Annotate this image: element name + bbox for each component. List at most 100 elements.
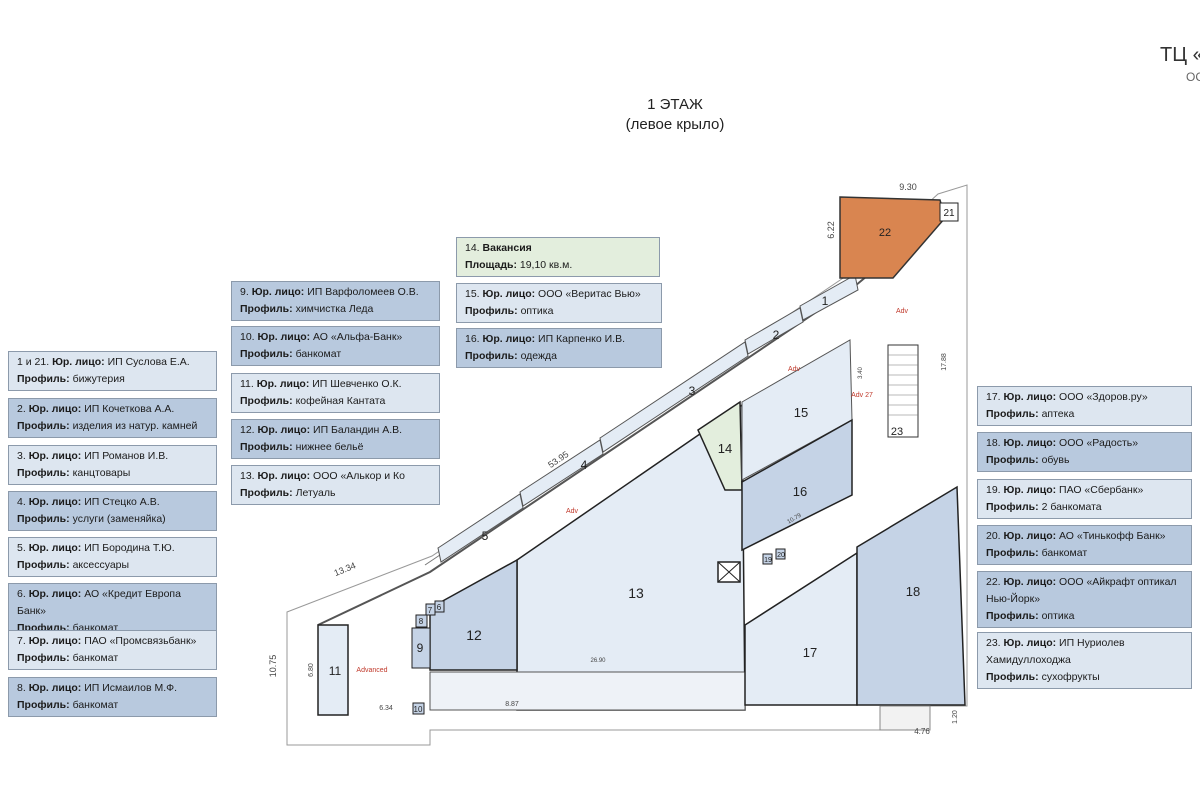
adv-label-1: Adv: [566, 508, 579, 515]
tenant-key: Юр. лицо:: [482, 288, 536, 300]
tenant-card-t7: 7. Юр. лицо: ПАО «Промсвязьбанк»Профиль:…: [8, 630, 217, 670]
unit-label-9: 9: [417, 641, 424, 655]
unit-label-19: 19: [764, 557, 772, 564]
profile-value: изделия из натур. камней: [72, 420, 198, 432]
adv-label-2: Adv: [788, 366, 801, 373]
tenant-name: ООО «Веритас Вью»: [538, 288, 641, 300]
tenant-number: 15.: [465, 288, 480, 300]
profile-key: Профиль:: [240, 303, 293, 315]
dim-6-80: 6.80: [308, 663, 315, 677]
unit-22: [839, 196, 946, 279]
tenant-number: 2.: [17, 403, 26, 415]
profile-key: Профиль:: [240, 441, 293, 453]
tenant-key: Юр. лицо:: [28, 542, 82, 554]
tenant-card-t14: 14. Вакансия Площадь: 19,10 кв.м.: [456, 237, 660, 277]
profile-value: Летуаль: [295, 487, 336, 499]
tenant-key: Юр. лицо:: [1003, 530, 1057, 542]
unit-label-15: 15: [794, 405, 808, 420]
tenant-number: 18.: [986, 437, 1001, 449]
unit-label-1: 1: [822, 294, 829, 308]
dim-17-88: 17.88: [941, 353, 948, 371]
unit-19: [762, 553, 773, 565]
unit-label-8: 8: [419, 617, 424, 626]
tenant-name: ИП Суслова Е.А.: [107, 356, 190, 368]
unit-label-3: 3: [689, 384, 696, 398]
mall-title-fragment: ТЦ «: [1160, 44, 1200, 66]
profile-key: Профиль:: [465, 350, 518, 362]
unit-7: [425, 603, 436, 616]
tenant-name: ПАО «Сбербанк»: [1059, 484, 1144, 496]
tenant-name: ООО «Айкрафт оптикал Нью-Йорк»: [986, 576, 1177, 605]
dim-9-30: 9.30: [899, 182, 917, 192]
unit-16: [741, 418, 853, 552]
tenant-key: Юр. лицо:: [28, 450, 82, 462]
profile-value: бижутерия: [72, 373, 125, 385]
tenant-key: Юр. лицо:: [256, 378, 310, 390]
unit-label-21: 21: [943, 208, 955, 219]
unit-label-22: 22: [879, 227, 891, 239]
tenant-key: Юр. лицо:: [1003, 637, 1057, 649]
unit-5: [437, 493, 524, 563]
unit-label-5: 5: [482, 529, 489, 543]
unit-label-18: 18: [906, 584, 920, 599]
unit-label-2: 2: [773, 328, 780, 342]
tenant-key: Юр. лицо:: [257, 470, 311, 482]
tenant-key: Юр. лицо:: [28, 403, 82, 415]
tenant-number: 10.: [240, 331, 255, 343]
tenant-card-t9: 9. Юр. лицо: ИП Варфоломеев О.В.Профиль:…: [231, 281, 440, 321]
profile-value: 2 банкомата: [1041, 501, 1102, 513]
tenant-card-t19: 19. Юр. лицо: ПАО «Сбербанк»Профиль: 2 б…: [977, 479, 1192, 519]
tenant-number: 11.: [240, 378, 254, 390]
tenant-number: 23.: [986, 637, 1001, 649]
tenant-key: Юр. лицо:: [28, 588, 82, 600]
profile-value: банкомат: [72, 652, 119, 664]
unit-label-6: 6: [437, 603, 442, 612]
profile-key: Профиль:: [986, 408, 1039, 420]
tenant-number: 14.: [465, 242, 480, 254]
profile-value: банкомат: [72, 699, 119, 711]
tenant-name: ИП Варфоломеев О.В.: [307, 286, 419, 298]
unit-11: [317, 624, 349, 716]
profile-key: Площадь:: [465, 259, 517, 271]
unit-9: [411, 627, 431, 669]
unit-label-4: 4: [581, 458, 588, 472]
service-strip: [429, 671, 746, 711]
profile-value: химчистка Леда: [295, 303, 374, 315]
tenant-number: 7.: [17, 635, 26, 647]
unit-label-11: 11: [329, 664, 342, 678]
unit-label-20: 20: [777, 552, 785, 559]
profile-value: оптика: [1041, 610, 1075, 622]
tenant-number: 8.: [17, 682, 26, 694]
tenant-number: 6.: [17, 588, 26, 600]
tenant-key: Вакансия: [482, 242, 532, 254]
tenant-name: ООО «Здоров.ру»: [1059, 391, 1148, 403]
tenant-key: Юр. лицо:: [1003, 484, 1057, 496]
tenant-card-t5: 5. Юр. лицо: ИП Бородина Т.Ю.Профиль: ак…: [8, 537, 217, 577]
tenant-card-t12: 12. Юр. лицо: ИП Баландин А.В.Профиль: н…: [231, 419, 440, 459]
tenant-number: 20.: [986, 530, 1001, 542]
profile-key: Профиль:: [17, 373, 70, 385]
tenant-name: АО «Тинькофф Банк»: [1059, 530, 1166, 542]
unit-label-14: 14: [718, 441, 732, 456]
profile-value: нижнее бельё: [295, 441, 364, 453]
profile-value: канцтовары: [72, 467, 131, 479]
tenant-name: ИП Шевченко О.К.: [312, 378, 402, 390]
tenant-card-t10: 10. Юр. лицо: АО «Альфа-Банк»Профиль: ба…: [231, 326, 440, 366]
tenant-card-t20: 20. Юр. лицо: АО «Тинькофф Банк»Профиль:…: [977, 525, 1192, 565]
profile-key: Профиль:: [17, 699, 70, 711]
profile-key: Профиль:: [17, 467, 70, 479]
profile-key: Профиль:: [986, 501, 1039, 513]
profile-key: Профиль:: [465, 305, 518, 317]
profile-value: услуги (заменяйка): [72, 513, 166, 525]
unit-label-17: 17: [803, 645, 817, 660]
tenant-key: Юр. лицо:: [1003, 437, 1057, 449]
profile-value: банкомат: [295, 348, 342, 360]
tenant-key: Юр. лицо:: [28, 682, 82, 694]
tenant-name: ИП Романов И.В.: [84, 450, 169, 462]
unit-17: [744, 551, 858, 706]
tenant-card-t11: 11. Юр. лицо: ИП Шевченко О.К.Профиль: к…: [231, 373, 440, 413]
tenant-card-t18: 18. Юр. лицо: ООО «Радость»Профиль: обув…: [977, 432, 1192, 472]
dim-13-34: 13.34: [333, 560, 358, 578]
profile-key: Профиль:: [17, 559, 70, 571]
